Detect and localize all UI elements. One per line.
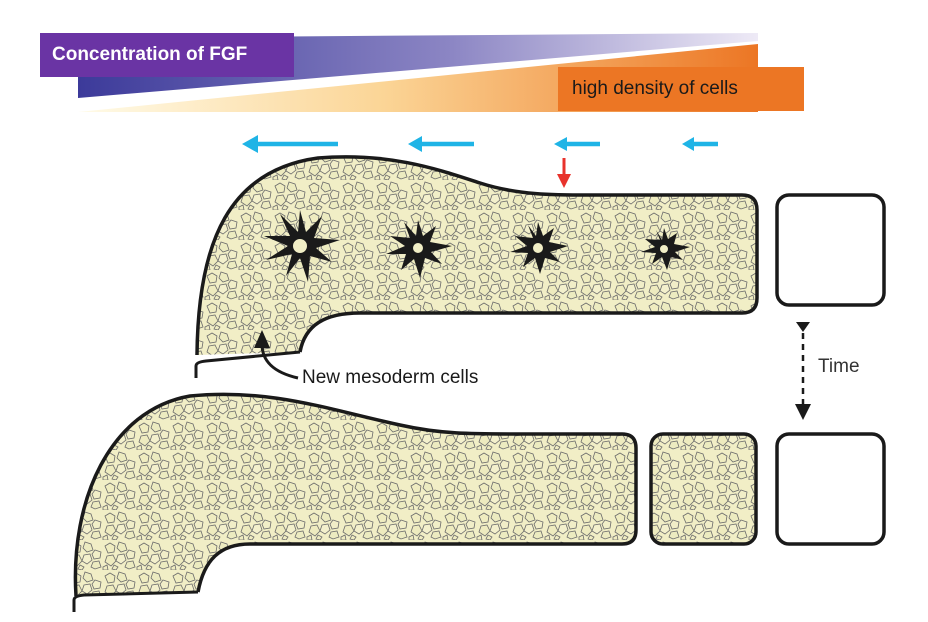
dashed-down-arrow-icon: [795, 322, 811, 420]
star-burst-icon: [510, 222, 568, 274]
left-arrow-head: [554, 137, 567, 151]
star-burst-icon: [641, 228, 690, 270]
star-burst-icon: [386, 220, 452, 278]
left-arrow-head: [408, 136, 422, 152]
new-mesoderm-cells-label: New mesoderm cells: [302, 367, 479, 388]
upper-somite: [775, 193, 886, 307]
left-arrow-head: [682, 137, 694, 151]
lower-new-somite: [649, 432, 758, 546]
fgf-concentration-label: Concentration of FGF: [40, 33, 294, 77]
cell-density-label: high density of cells: [558, 67, 804, 111]
movement-arrows: [242, 135, 718, 153]
lower-somite: [775, 432, 886, 546]
upper-presomitic-tissue: [195, 155, 759, 356]
down-arrow-icon: [557, 158, 571, 188]
lower-tissue-base-line: [72, 590, 199, 612]
star-burst-icon: [264, 210, 340, 282]
left-arrow-head: [242, 135, 258, 153]
curved-arrow-icon: [254, 330, 299, 380]
lower-presomitic-tissue: [73, 392, 638, 597]
time-label: Time: [818, 356, 860, 377]
upper-tissue-base-line: [194, 350, 301, 378]
